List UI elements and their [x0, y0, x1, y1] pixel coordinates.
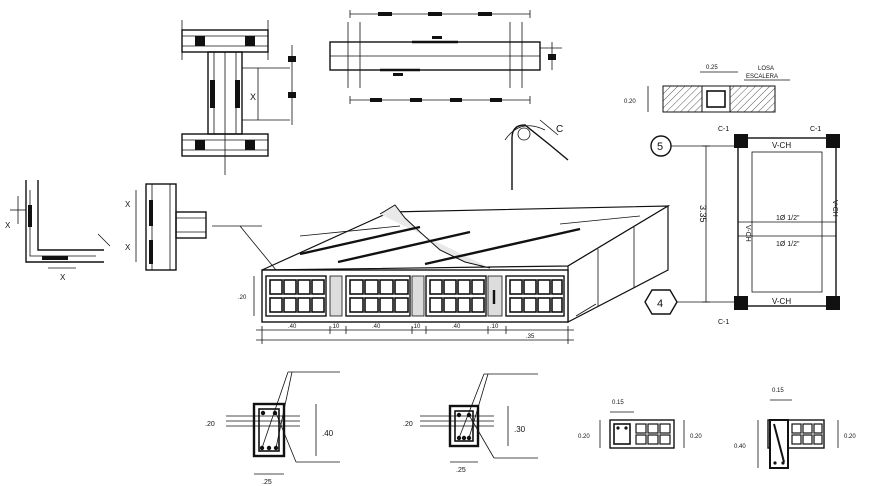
slab-dim-5: .40	[452, 324, 461, 330]
stair-hook-detail: C	[504, 119, 569, 190]
corner-x-bottom: X	[60, 273, 66, 282]
span-dimension: 3.35	[698, 205, 708, 223]
beam-vch-right: V-CH	[831, 200, 838, 217]
hollow-blocks	[265, 275, 565, 317]
losa-label: LOSA	[758, 66, 774, 72]
beam-elevation-detail	[329, 10, 562, 104]
escalera-label: ESCALERA	[746, 74, 778, 80]
beam2-height-dim: .30	[514, 425, 526, 434]
beam1-height-dim: .40	[322, 429, 334, 438]
rebar-label-bottom: 1Ø 1/2"	[776, 241, 800, 248]
rebar-label-top: 1Ø 1/2"	[776, 215, 800, 222]
beam1-width-dim: .25	[262, 479, 272, 486]
beam-section-1: .20 .40 .25	[205, 371, 340, 486]
beam2-left-dim: .20	[403, 421, 413, 428]
cross-x-bottom: X	[125, 243, 131, 252]
cross-junction-detail: X X	[125, 183, 207, 271]
corner-x-left: X	[5, 221, 11, 230]
floor-plan-detail: 5 4 C-1 C-1 C-1 V-CH V-CH V-CH V-CH 1Ø 1…	[644, 126, 840, 326]
losa-width-label: 0.25	[706, 65, 718, 71]
joist1-top-dim: 0.15	[612, 400, 624, 406]
isometric-slab-view: .20 .40 .10 .40 .10 .40 .10 .35	[212, 204, 671, 344]
cross-x-top: X	[125, 200, 131, 209]
joist2-right-dim: 0.20	[844, 434, 856, 440]
column-c1-top-right: C-1	[810, 126, 821, 133]
slab-dim-4: .10	[412, 324, 421, 330]
slab-dim-2: .10	[331, 324, 340, 330]
joist2-left-dim: 0.40	[734, 444, 746, 450]
beam-vch-left: V-CH	[744, 225, 751, 242]
axis-5-bubble: 5	[657, 141, 663, 153]
slab-dim-total: .35	[526, 334, 535, 340]
axis-4-bubble: 4	[657, 298, 663, 310]
column-c1-top-left: C-1	[718, 126, 729, 133]
slab-height-dim: .20	[238, 295, 247, 301]
dim-x-label: X	[250, 92, 256, 102]
stair-slab-section: 0.25 LOSA ESCALERA 0.20	[624, 65, 790, 113]
beam-vch-bottom: V-CH	[772, 297, 791, 306]
l-corner-detail: X X	[5, 180, 111, 282]
joist2-top-dim: 0.15	[772, 388, 784, 394]
beam-vch-top: V-CH	[772, 141, 791, 150]
joist-section-1: 0.15 0.20 0.20	[578, 400, 702, 449]
joist1-left-dim: 0.20	[578, 434, 590, 440]
slab-dim-1: .40	[288, 324, 297, 330]
beam-section-2: .20 .30 .25	[403, 373, 538, 474]
column-beam-junction-detail: X	[181, 20, 296, 175]
joist1-right-dim: 0.20	[690, 434, 702, 440]
beam2-width-dim: .25	[456, 467, 466, 474]
losa-height-label: 0.20	[624, 99, 636, 105]
slab-dim-6: .10	[490, 324, 499, 330]
column-c1-bottom-left: C-1	[718, 319, 729, 326]
joist-section-2: 0.15 0.40 0.20	[734, 388, 856, 469]
beam1-left-dim: .20	[205, 421, 215, 428]
arc-c-label: C	[556, 124, 563, 135]
slab-dim-3: .40	[372, 324, 381, 330]
